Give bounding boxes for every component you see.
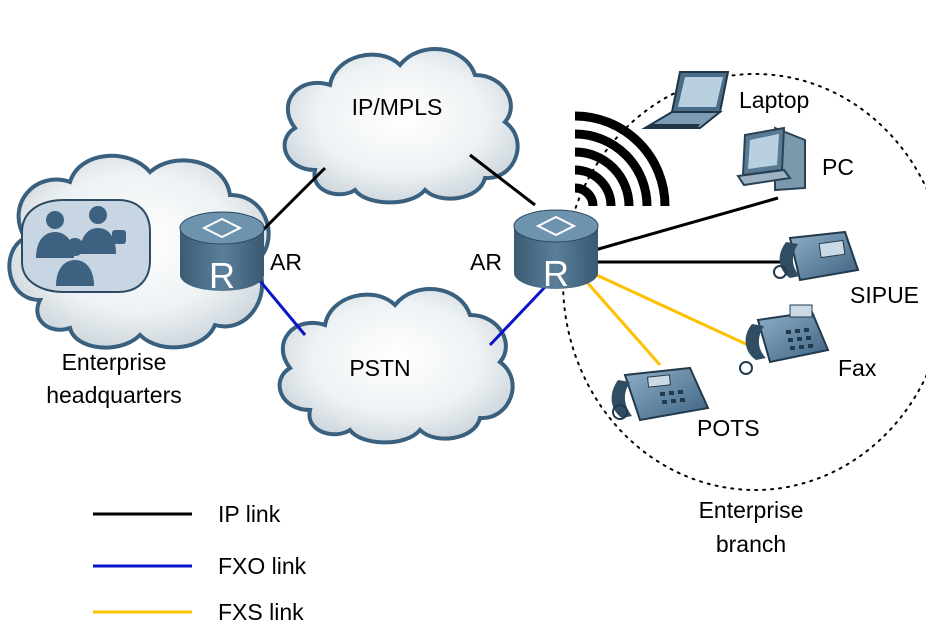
legend-ip-label: IP link: [218, 501, 281, 527]
svg-text:R: R: [543, 253, 569, 294]
branch-label-line2: branch: [716, 531, 786, 557]
ip-link-pc: [594, 196, 779, 252]
ip-mpls-cloud-icon: [282, 47, 520, 205]
fxs-link-pots: [583, 279, 662, 366]
pc-label: PC: [822, 154, 854, 180]
pc-icon: [736, 126, 806, 192]
wifi-icon: [574, 111, 670, 207]
ip-link-mpls-branch: [469, 153, 536, 207]
pstn-label: PSTN: [349, 355, 410, 381]
links: [253, 153, 780, 366]
laptop-label: Laptop: [739, 87, 809, 113]
branch-router-label: AR: [470, 249, 502, 275]
legend-fxo-label: FXO link: [218, 553, 307, 579]
hq-label-line1: Enterprise: [62, 349, 167, 375]
phone-icon: [611, 366, 710, 422]
svg-text:R: R: [209, 255, 235, 296]
fax-label: Fax: [838, 355, 877, 381]
branch-router-icon: R: [513, 209, 599, 294]
legend: IP link FXO link FXS link: [93, 501, 307, 625]
users-icon: [21, 199, 151, 293]
ip-mpls-label: IP/MPLS: [352, 94, 443, 120]
hq-router-icon: R: [179, 211, 265, 296]
fax-icon: [739, 304, 830, 375]
hq-router-label: AR: [270, 249, 302, 275]
fxo-link-pstn-branch: [488, 285, 547, 347]
sipue-label: SIPUE: [850, 282, 919, 308]
pots-label: POTS: [697, 415, 760, 441]
ip-phone-icon: [773, 230, 860, 282]
branch-boundary: [562, 73, 926, 491]
fxo-link-hq-pstn: [253, 274, 307, 336]
branch-label-line1: Enterprise: [699, 497, 804, 523]
fxs-link-fax: [589, 270, 749, 347]
laptop-icon: [641, 71, 730, 129]
pstn-cloud-icon: [277, 287, 515, 445]
hq-label-line2: headquarters: [46, 382, 182, 408]
ip-link-hq-mpls: [253, 166, 327, 240]
legend-fxs-label: FXS link: [218, 599, 304, 625]
